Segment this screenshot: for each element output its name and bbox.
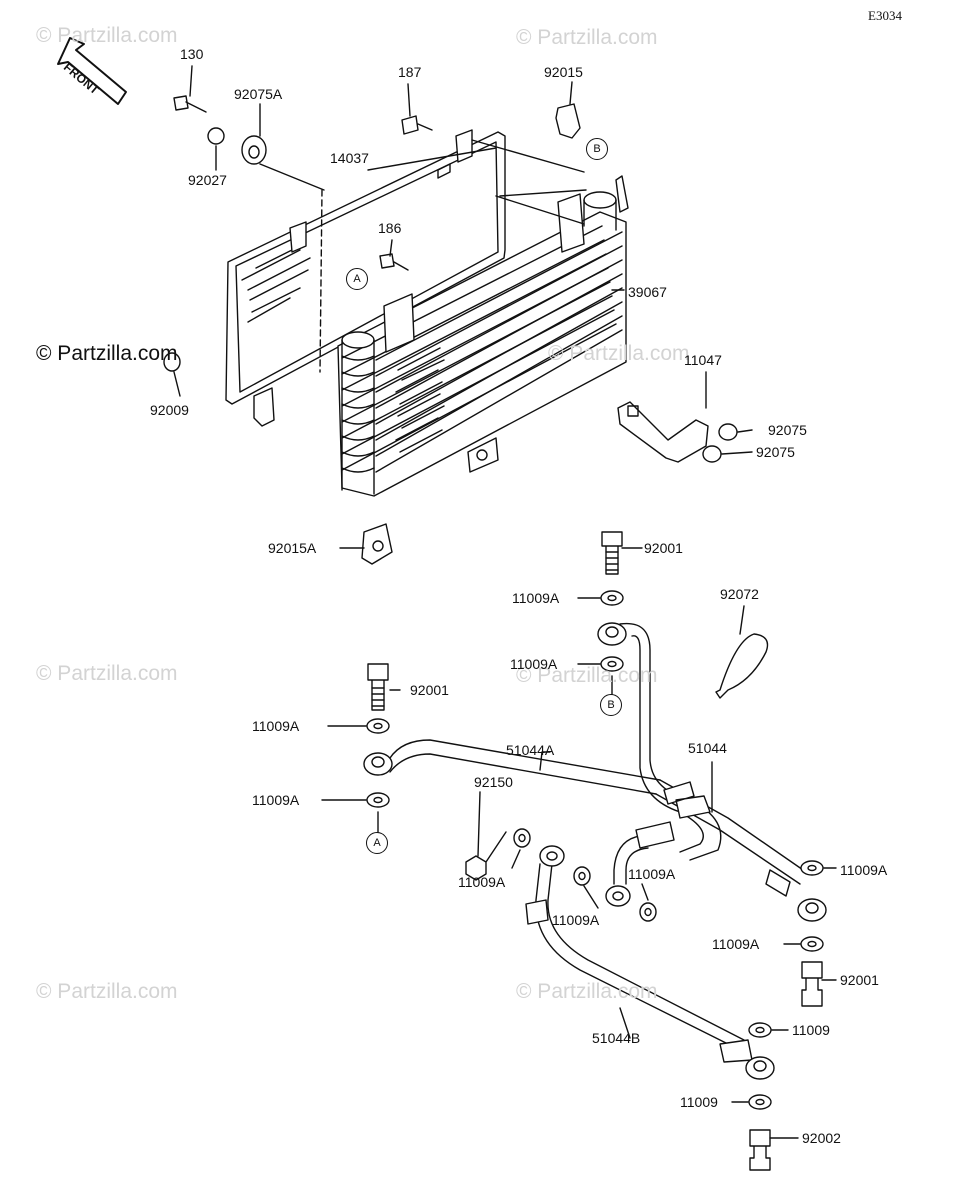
part-label: 130 (180, 46, 204, 62)
part-label: 92150 (474, 774, 513, 790)
grommet-92075-1 (718, 423, 738, 441)
watermark: © Partzilla.com (36, 662, 178, 685)
part-label: 92015 (544, 64, 583, 80)
grommet-92009 (163, 352, 181, 372)
part-label: 92075 (768, 422, 807, 438)
banjo-fitting-mid (605, 885, 631, 907)
ref-tag-b: B (586, 138, 608, 160)
banjo-fitting-left (363, 752, 393, 776)
part-label: 92001 (840, 972, 879, 988)
part-label: 14037 (330, 150, 369, 166)
watermark: © Partzilla.com (36, 342, 178, 365)
bolt-130 (173, 95, 207, 113)
radiator-mount-panel (225, 129, 506, 427)
clip-92015a (361, 523, 393, 565)
part-label: 11009A (712, 936, 760, 952)
part-label: 11009A (252, 718, 300, 734)
clip-92015 (555, 103, 581, 139)
part-label: 92027 (188, 172, 227, 188)
part-label: 11009A (252, 792, 300, 808)
front-direction-arrow (57, 37, 127, 105)
part-label: 11009A (628, 866, 676, 882)
part-label: 186 (378, 220, 402, 236)
part-label: 92002 (802, 1130, 841, 1146)
ref-tag-a: A (346, 268, 368, 290)
washer-92027 (207, 127, 225, 145)
part-label: 11009A (510, 656, 558, 672)
oil-hose-51044a (389, 739, 807, 897)
part-label: 51044B (592, 1030, 641, 1046)
ref-tag-a: A (366, 832, 388, 854)
banjo-fitting-right (797, 898, 827, 922)
part-label: 11009A (552, 912, 600, 928)
part-label: 11009A (458, 874, 506, 890)
part-label: 92015A (268, 540, 317, 556)
grommet-92075-2 (702, 445, 722, 463)
part-label: 92072 (720, 586, 759, 602)
part-label: 92009 (150, 402, 189, 418)
part-label: 11047 (684, 352, 722, 368)
banjo-fitting-center (539, 845, 565, 867)
watermark: © Partzilla.com (516, 664, 658, 687)
watermark: © Partzilla.com (516, 26, 658, 49)
bolt-187 (401, 115, 433, 135)
part-label: 11009A (512, 590, 560, 606)
part-label: 51044A (506, 742, 555, 758)
watermark: © Partzilla.com (36, 24, 178, 47)
part-label: 51044 (688, 740, 727, 756)
ref-tag-b: B (600, 694, 622, 716)
part-label: 11009 (680, 1094, 718, 1110)
banjo-fitting-top (597, 622, 627, 646)
oil-cooler-core (337, 175, 629, 497)
part-label: 187 (398, 64, 422, 80)
part-label: 92001 (644, 540, 683, 556)
diagram-code: E3034 (868, 8, 902, 23)
part-label: 92001 (410, 682, 449, 698)
part-label: 39067 (628, 284, 667, 300)
watermark: © Partzilla.com (548, 342, 690, 365)
hose-clamp (715, 633, 769, 699)
part-label: 92075A (234, 86, 283, 102)
sealing-washers (366, 590, 824, 1110)
mounting-bracket (617, 401, 709, 463)
bolt-186 (379, 253, 409, 271)
watermark: © Partzilla.com (36, 980, 178, 1003)
oil-hose-51044b (525, 821, 753, 1063)
watermark: © Partzilla.com (516, 980, 658, 1003)
part-label: 92075 (756, 444, 795, 460)
banjo-bolts (367, 531, 823, 1171)
part-label: 11009A (840, 862, 888, 878)
grommet-92075a (241, 135, 267, 165)
part-label: 11009 (792, 1022, 830, 1038)
banjo-fitting-lower (745, 1056, 775, 1080)
